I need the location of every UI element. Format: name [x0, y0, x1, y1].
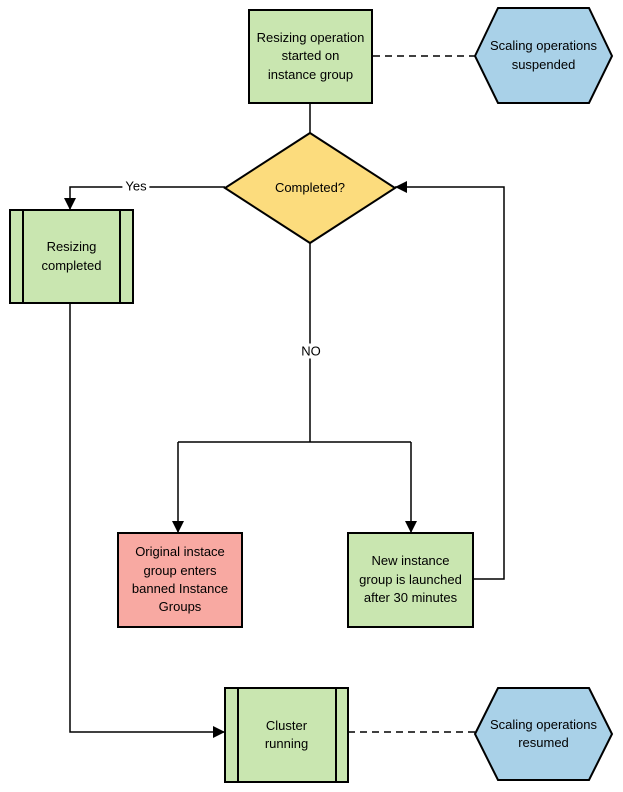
edge-resizing-to-cluster: [69, 303, 225, 738]
new-group-shape: [347, 532, 474, 628]
cluster-running-shape: [224, 687, 349, 783]
decision-diamond-shape: [223, 131, 397, 245]
shape-group: [9, 7, 614, 783]
banned-group-shape: [117, 532, 243, 628]
resizing-completed-shape: [9, 209, 134, 304]
suspended-hexagon-shape: [473, 7, 614, 104]
connector-group: [64, 55, 505, 738]
resumed-hexagon-shape: [473, 687, 614, 781]
edge-newgroup-to-decision-loop: [395, 181, 505, 580]
edge-decision-yes: [64, 186, 225, 210]
start-node-shape: [248, 9, 373, 104]
